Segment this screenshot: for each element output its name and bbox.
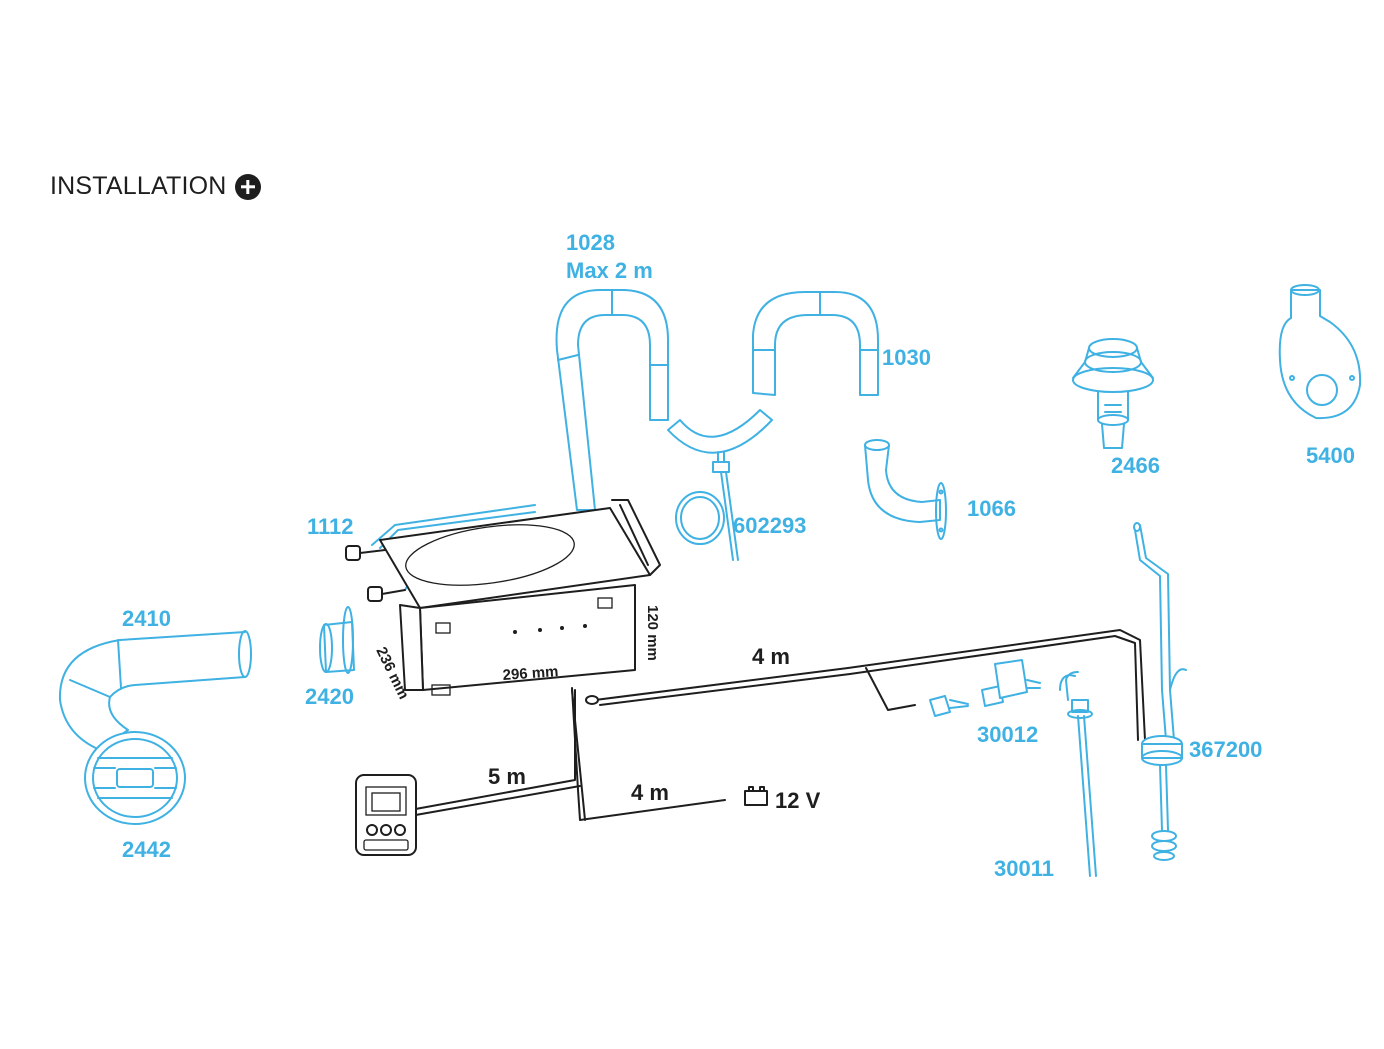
- battery-icon: [744, 786, 768, 806]
- fuel-line-length-label: 4 m: [752, 644, 790, 669]
- control-panel-drawing: [355, 774, 417, 856]
- plus-circle-icon[interactable]: [234, 173, 261, 200]
- part-5400-drawing: [1278, 284, 1362, 420]
- part-2420-drawing: [319, 606, 355, 674]
- control-cable-length-label: 5 m: [488, 764, 526, 789]
- part-2420-label: 2420: [305, 684, 354, 709]
- part-30011-label: 30011: [994, 856, 1054, 881]
- part-1030-label: 1030: [882, 345, 931, 370]
- part-1112-label: 1112: [307, 514, 354, 539]
- part-1028-label: 1028: [566, 230, 615, 255]
- section-title: INSTALLATION: [50, 172, 227, 200]
- part-2442-label: 2442: [122, 837, 171, 862]
- part-30012-label: 30012: [977, 722, 1038, 747]
- part-1028-duct-drawing: [555, 289, 669, 511]
- part-1066-label: 1066: [967, 496, 1016, 521]
- power-cable-length-label: 4 m: [631, 780, 669, 805]
- voltage-label: 12 V: [775, 788, 821, 813]
- dimension-width-label: 296 mm: [502, 663, 559, 684]
- part-30011-drawing: [1059, 671, 1097, 877]
- part-367200-drawing: [1133, 522, 1187, 861]
- part-1066-drawing: [864, 439, 947, 540]
- part-2410-drawing: [58, 630, 252, 751]
- part-602293-drawing: [667, 409, 773, 561]
- part-2466-label: 2466: [1111, 453, 1160, 478]
- part-30012-drawing: [929, 659, 1041, 717]
- part-2410-label: 2410: [122, 606, 171, 631]
- heater-unit-drawing: [345, 499, 1146, 821]
- part-1028-note: Max 2 m: [566, 258, 653, 283]
- part-2442-drawing: [84, 731, 186, 825]
- part-1030-duct-drawing: [752, 291, 879, 396]
- part-367200-label: 367200: [1189, 737, 1262, 762]
- part-5400-label: 5400: [1306, 443, 1355, 468]
- section-header[interactable]: INSTALLATION: [50, 172, 261, 201]
- dimension-height-label: 120 mm: [644, 605, 661, 661]
- part-2466-drawing: [1072, 338, 1154, 449]
- part-602293-label: 602293: [733, 513, 806, 538]
